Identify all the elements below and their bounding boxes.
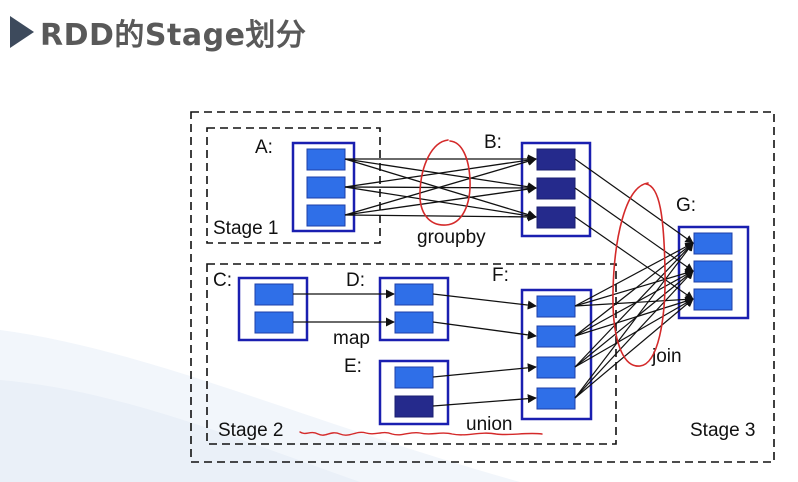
partition xyxy=(394,283,434,306)
op-union-label: union xyxy=(466,414,513,435)
stage3-box xyxy=(190,111,775,463)
groupby-red-circle xyxy=(419,139,471,226)
partition xyxy=(254,311,294,334)
rdd-c-label: C: xyxy=(213,270,232,291)
rdd-a xyxy=(291,141,356,233)
partition xyxy=(394,366,434,389)
stage2-label: Stage 2 xyxy=(218,420,284,441)
partition xyxy=(693,260,733,283)
partition xyxy=(306,204,346,227)
partition xyxy=(536,148,576,171)
partition xyxy=(394,395,434,418)
partition xyxy=(306,148,346,171)
partition xyxy=(536,177,576,200)
rdd-b xyxy=(520,141,592,238)
rdd-d-label: D: xyxy=(346,270,365,291)
partition xyxy=(536,356,576,379)
op-map-label: map xyxy=(333,328,370,349)
rdd-d xyxy=(378,276,450,342)
rdd-e xyxy=(378,359,450,426)
partition xyxy=(306,176,346,199)
partition xyxy=(536,206,576,229)
rdd-e-label: E: xyxy=(344,356,362,377)
join-arrows xyxy=(574,158,694,399)
partition xyxy=(536,387,576,410)
join-red-circle xyxy=(612,182,666,367)
partition xyxy=(536,325,576,348)
rdd-a-label: A: xyxy=(255,137,273,158)
partition xyxy=(394,311,434,334)
title-marker-icon xyxy=(10,16,34,48)
groupby-arrows xyxy=(344,154,537,222)
rdd-g-label: G: xyxy=(676,195,696,216)
partition xyxy=(693,288,733,311)
partition xyxy=(536,295,576,318)
rdd-c xyxy=(237,276,309,342)
rdd-b-label: B: xyxy=(484,132,502,153)
partition xyxy=(693,232,733,255)
page-title: RDD的Stage划分 xyxy=(40,18,307,53)
op-join-label: join xyxy=(651,346,682,367)
stage3-label: Stage 3 xyxy=(690,420,756,441)
rdd-f xyxy=(520,288,593,421)
union-arrows xyxy=(432,293,537,407)
rdd-f-label: F: xyxy=(492,265,509,286)
stage1-label: Stage 1 xyxy=(213,218,279,239)
stage2-red-underline xyxy=(299,431,543,436)
op-groupby-label: groupby xyxy=(417,227,486,248)
partition xyxy=(254,283,294,306)
map-arrows xyxy=(293,289,395,327)
